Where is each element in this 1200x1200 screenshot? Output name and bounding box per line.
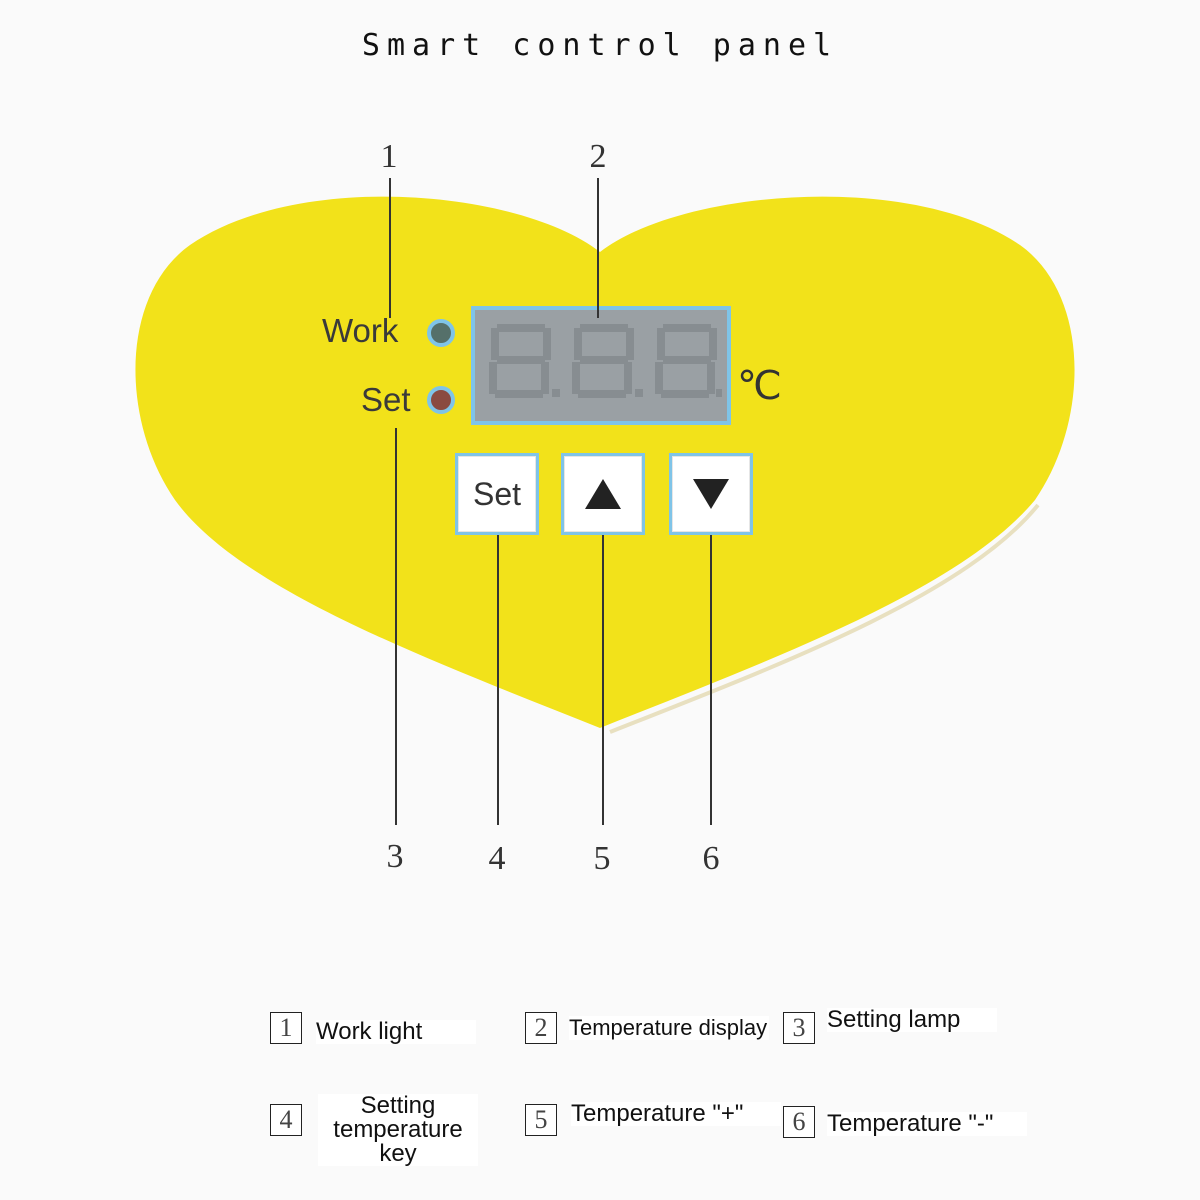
legend-text: Temperature display	[569, 1015, 769, 1040]
legend-number-box: 1	[270, 1012, 302, 1044]
work-light-icon	[427, 319, 455, 347]
legend-item-2: 2 Temperature display	[525, 1012, 769, 1044]
legend-item-1: 1 Work light	[270, 1012, 476, 1044]
seven-segment-digits	[489, 324, 722, 398]
legend-text: Work light	[316, 1020, 476, 1044]
up-key-face	[564, 456, 642, 532]
legend-item-4: 4 Setting temperature key	[270, 1094, 478, 1166]
callout-lines	[389, 178, 712, 825]
callout-number-1: 1	[380, 138, 398, 175]
callout-number-6: 6	[702, 840, 720, 877]
page-title: Smart control panel	[361, 28, 839, 63]
down-arrow-icon	[693, 479, 729, 509]
work-label: Work	[322, 312, 399, 349]
legend-item-6: 6 Temperature "-"	[783, 1106, 1027, 1138]
set-key-label: Set	[458, 456, 536, 532]
set-key-button[interactable]: Set	[455, 453, 539, 535]
callout-number-5: 5	[593, 840, 611, 877]
up-arrow-icon	[585, 479, 621, 509]
setting-lamp-icon	[427, 386, 455, 414]
celsius-unit: ℃	[737, 363, 782, 408]
legend-number-box: 6	[783, 1106, 815, 1138]
callout-number-4: 4	[488, 840, 506, 877]
legend-number-box: 4	[270, 1104, 302, 1136]
legend-text: Setting temperature key	[318, 1094, 478, 1166]
temperature-down-button[interactable]	[669, 453, 753, 535]
callout-number-2: 2	[589, 138, 607, 175]
legend-item-5: 5 Temperature "+"	[525, 1102, 781, 1136]
temperature-up-button[interactable]	[561, 453, 645, 535]
set-label: Set	[361, 381, 411, 418]
legend-item-3: 3 Setting lamp	[783, 1008, 997, 1044]
down-key-face	[672, 456, 750, 532]
legend-text: Temperature "+"	[571, 1102, 781, 1126]
legend-number-box: 2	[525, 1012, 557, 1044]
heart-shadow	[609, 503, 1040, 734]
legend-number-box: 5	[525, 1104, 557, 1136]
legend-number-box: 3	[783, 1012, 815, 1044]
callout-number-3: 3	[386, 838, 404, 875]
legend-text: Temperature "-"	[827, 1112, 1027, 1136]
legend-text: Setting lamp	[827, 1008, 997, 1032]
